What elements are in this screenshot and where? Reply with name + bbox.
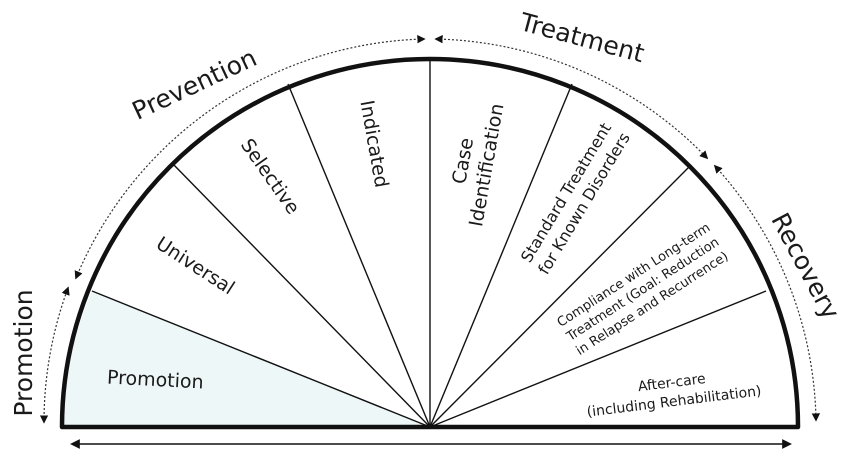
- outer-label-promotion: Promotion: [9, 289, 38, 416]
- recovery-arc-arrow: [713, 164, 821, 422]
- segment-compliance: Compliance with Long-term Treatment (Goa…: [555, 220, 732, 358]
- segment-standard-treatment: Standard Treatment for Known Disorders: [517, 119, 634, 277]
- promotion-arc-arrow: [39, 286, 70, 424]
- divider-promotion-universal: [91, 290, 431, 428]
- divider-standard-compliance: [429, 165, 691, 428]
- segment-promotion: Promotion: [106, 366, 204, 393]
- segment-case-identification: Case Identification: [448, 102, 508, 229]
- segment-indicated: Indicated: [355, 99, 392, 190]
- divider-compliance-aftercare: [429, 290, 767, 428]
- segment-selective: Selective: [236, 135, 304, 219]
- segment-after-care: After-care (including Rehabilitation): [586, 371, 762, 421]
- promotion-sector: [62, 291, 430, 427]
- outer-label-treatment: Treatment: [516, 7, 648, 68]
- segment-universal: Universal: [152, 233, 238, 300]
- divider-selective-indicated: [287, 83, 431, 428]
- segment-compliance-line-2: Treatment (Goal: Reduction: [563, 235, 722, 345]
